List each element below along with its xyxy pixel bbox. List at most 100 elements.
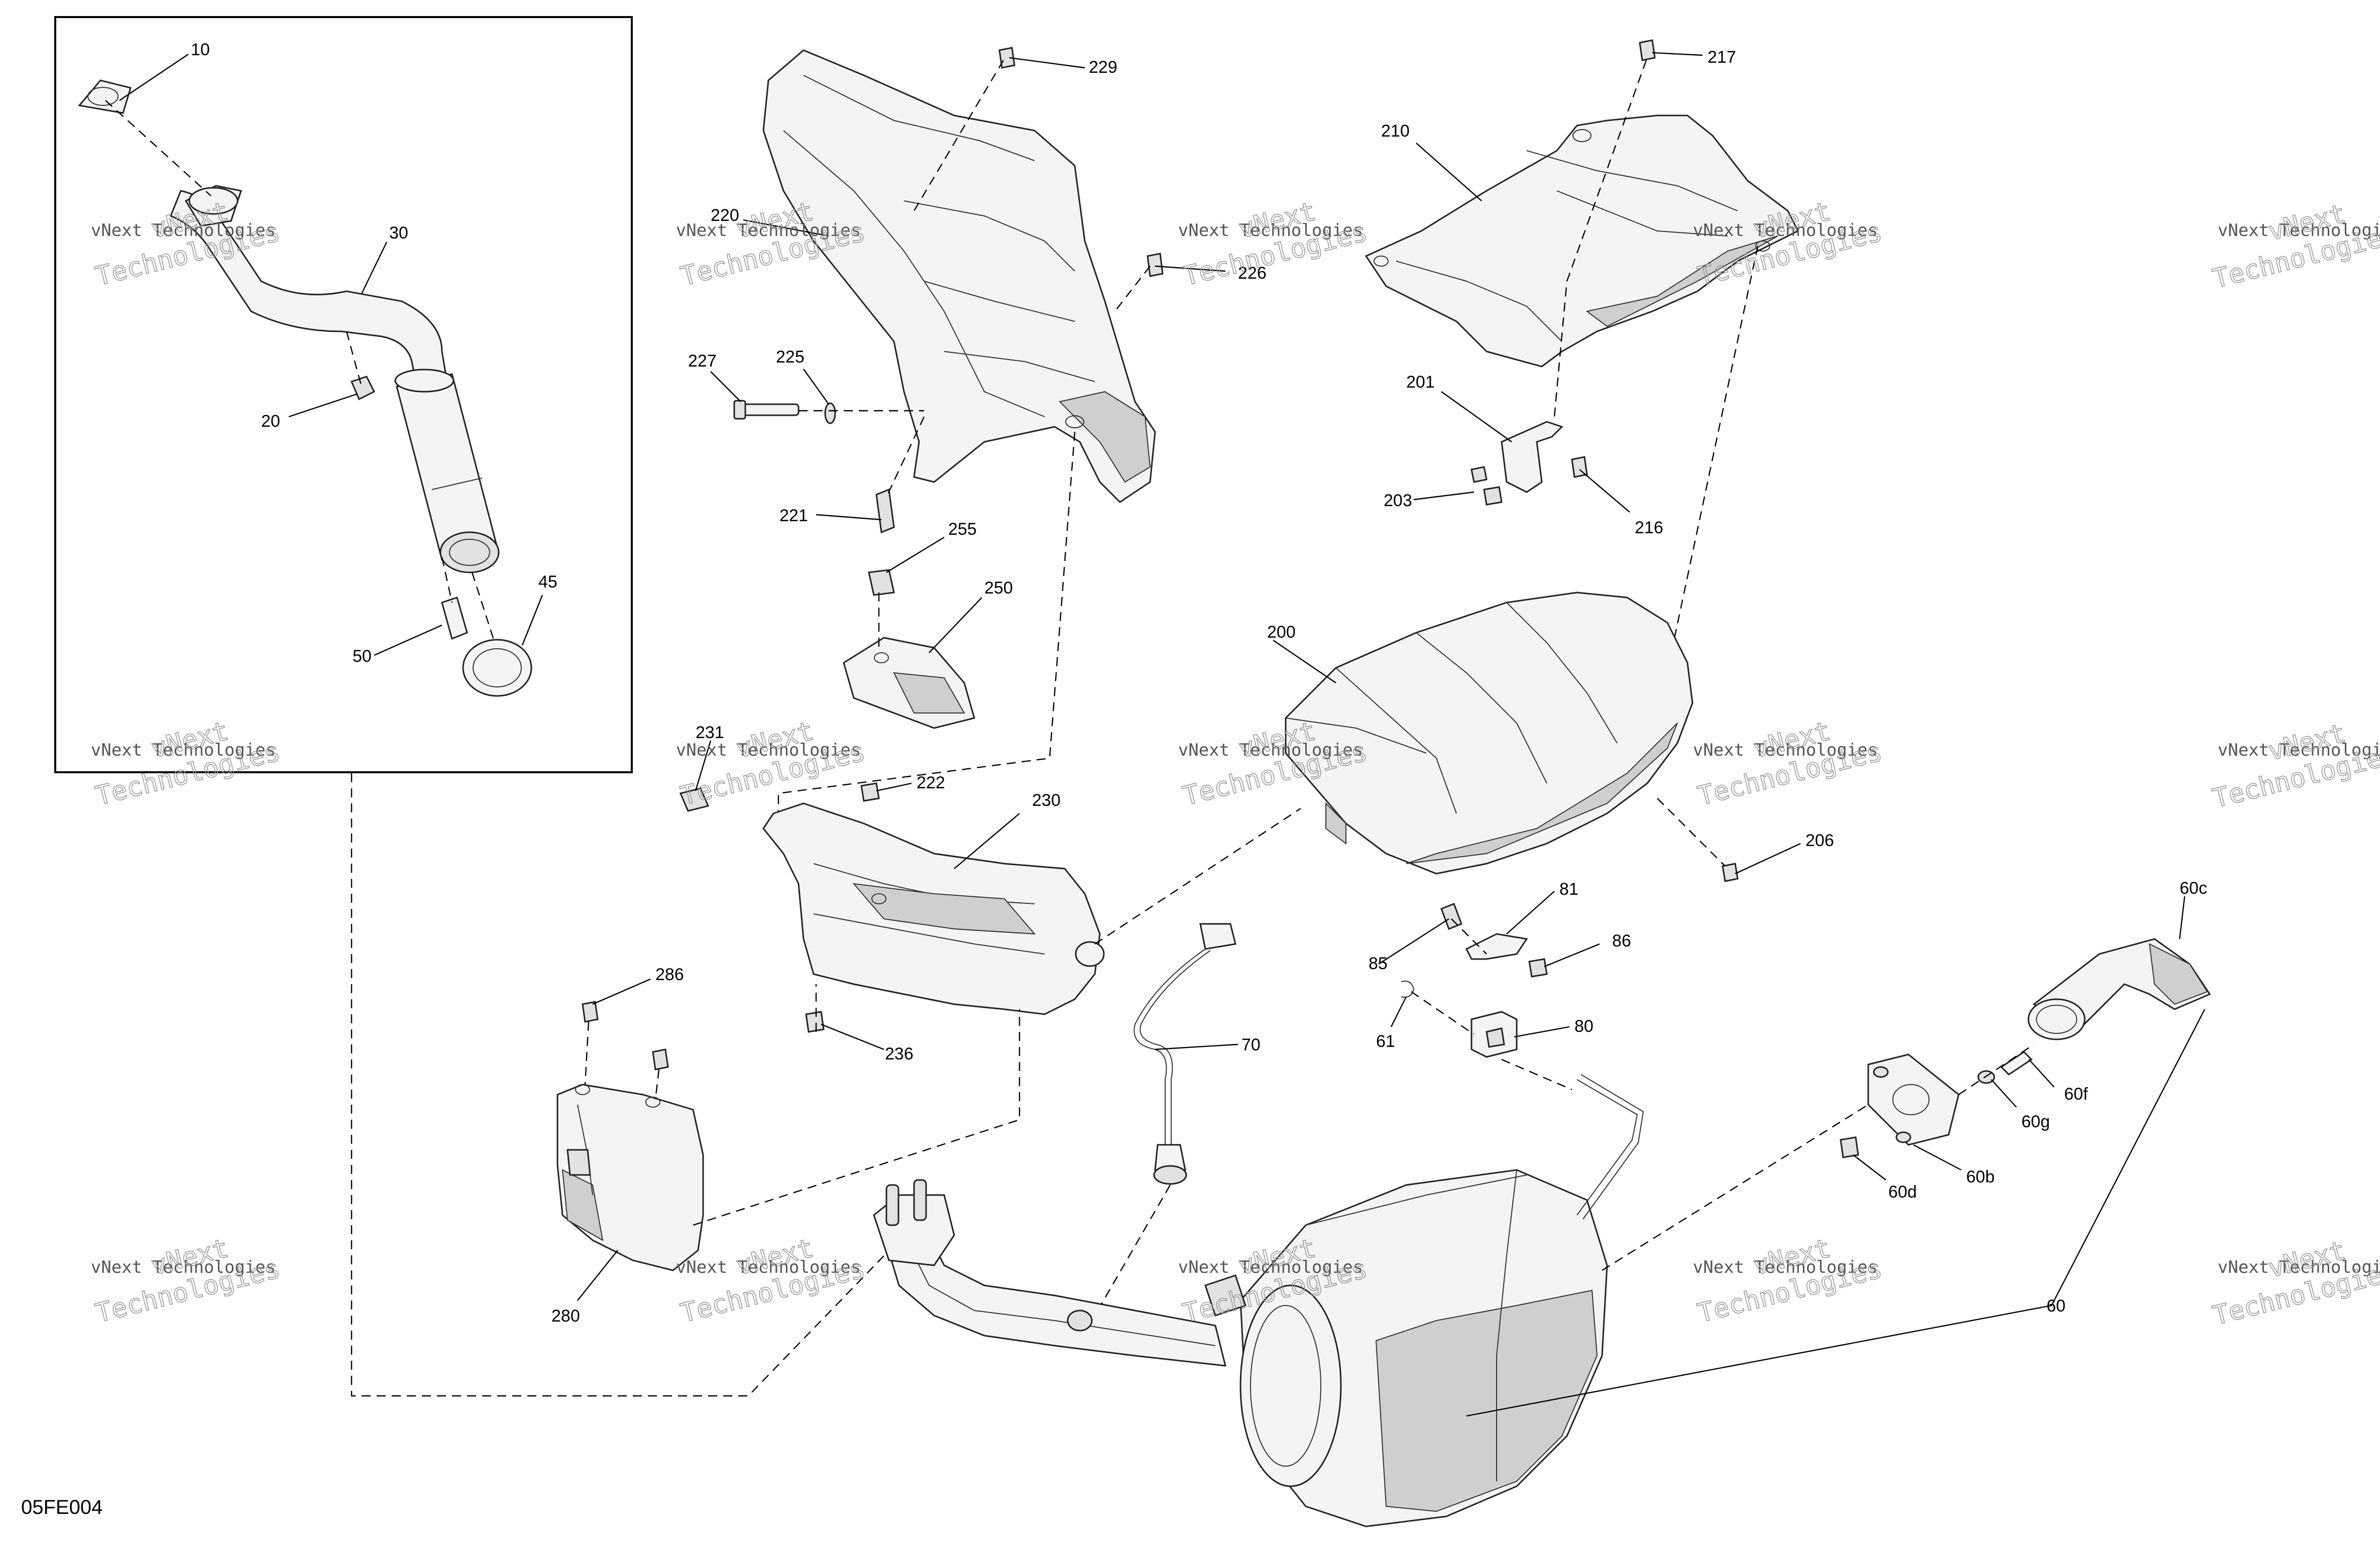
watermark-15: vNext Technologies vNext Technologies bbox=[2209, 1235, 2380, 1332]
leader-50 bbox=[374, 624, 442, 656]
part-229-nut bbox=[998, 47, 1015, 69]
svg-text:vNext Technologies: vNext Technologies bbox=[91, 220, 276, 241]
callout-60: 60 bbox=[2047, 1296, 2066, 1316]
svg-text:vNext Technologies: vNext Technologies bbox=[1178, 1257, 1363, 1277]
guide-210-200 bbox=[1671, 246, 1759, 648]
guide-flange-tail bbox=[1958, 1044, 2034, 1095]
guide-280-230 bbox=[693, 1009, 1021, 1226]
part-236-nut bbox=[805, 1011, 825, 1033]
watermark-14: vNext Technologies vNext Technologies bbox=[1693, 1233, 1886, 1329]
leader-60d bbox=[1853, 1154, 1886, 1180]
leader-60 bbox=[1466, 1009, 2206, 1417]
part-50-clamp bbox=[441, 597, 468, 640]
part-inset-muffler bbox=[394, 369, 500, 573]
svg-text:vNext Technologies: vNext Technologies bbox=[1178, 220, 1363, 241]
leader-222 bbox=[876, 782, 912, 792]
leader-229 bbox=[1009, 57, 1085, 69]
callout-222: 222 bbox=[917, 773, 945, 792]
svg-text:vNext Technologies: vNext Technologies bbox=[676, 1257, 861, 1277]
part-280-heat-shield bbox=[556, 1084, 704, 1271]
svg-text:vNext Technologies: vNext Technologies bbox=[676, 740, 861, 760]
callout-60f: 60f bbox=[2064, 1085, 2088, 1104]
callout-225: 225 bbox=[776, 347, 805, 367]
svg-text:vNext Technologies: vNext Technologies bbox=[91, 740, 276, 760]
leader-231 bbox=[695, 740, 712, 791]
callout-60d: 60d bbox=[1888, 1182, 1917, 1202]
callout-226: 226 bbox=[1238, 264, 1267, 283]
svg-text:vNext Technologies: vNext Technologies bbox=[1693, 1257, 1878, 1277]
leader-286 bbox=[592, 978, 651, 1005]
part-225-washer bbox=[824, 402, 836, 424]
callout-60g: 60g bbox=[2021, 1112, 2050, 1131]
callout-255: 255 bbox=[948, 520, 977, 539]
svg-text:vNext Technologies: vNext Technologies bbox=[91, 1257, 276, 1277]
part-203-nut-b bbox=[1483, 486, 1503, 506]
callout-203: 203 bbox=[1384, 491, 1412, 510]
leader-80 bbox=[1514, 1026, 1570, 1038]
guide-10-30 bbox=[105, 100, 211, 196]
guide-286a bbox=[584, 1021, 590, 1085]
callout-20: 20 bbox=[261, 412, 280, 431]
leader-227 bbox=[710, 371, 741, 402]
guide-85 bbox=[1451, 918, 1487, 955]
callout-81: 81 bbox=[1559, 880, 1578, 899]
leader-226 bbox=[1155, 265, 1226, 272]
guide-226 bbox=[1114, 266, 1151, 312]
leader-220 bbox=[743, 219, 829, 237]
leader-200 bbox=[1273, 640, 1336, 683]
callout-220: 220 bbox=[711, 206, 739, 225]
part-220-heat-shield bbox=[762, 49, 1156, 503]
leader-210 bbox=[1416, 143, 1482, 201]
leader-216 bbox=[1579, 469, 1630, 513]
part-286-nut-b bbox=[652, 1048, 669, 1071]
part-201-bracket bbox=[1501, 421, 1563, 493]
leader-60f bbox=[2028, 1059, 2055, 1088]
watermark-5: vNext Technologies vNext Technologies bbox=[2209, 198, 2380, 295]
part-250-bracket bbox=[843, 637, 975, 729]
part-231-clip bbox=[679, 787, 710, 812]
callout-210: 210 bbox=[1381, 122, 1410, 141]
part-81-bracket bbox=[1465, 933, 1528, 960]
svg-text:vNext Technologies: vNext Technologies bbox=[2218, 740, 2380, 760]
callout-50: 50 bbox=[353, 647, 372, 666]
part-30-pipe bbox=[170, 185, 448, 388]
callout-80: 80 bbox=[1574, 1017, 1594, 1036]
leader-201 bbox=[1441, 391, 1512, 442]
part-45-ring bbox=[462, 639, 532, 697]
guide-61-80 bbox=[1411, 991, 1475, 1035]
watermark-3: vNext Technologies vNext Technologies bbox=[1178, 196, 1371, 292]
svg-text:vNext Technologies: vNext Technologies bbox=[2218, 1257, 2380, 1277]
leader-255 bbox=[886, 536, 945, 573]
guide-80-muffler bbox=[1501, 1058, 1572, 1091]
svg-text:vNext Technologies: vNext Technologies bbox=[2218, 220, 2380, 241]
svg-text:vNext Technologies: vNext Technologies bbox=[1693, 740, 1878, 760]
leader-60b bbox=[1913, 1144, 1962, 1171]
callout-30: 30 bbox=[389, 223, 408, 243]
watermark-9: vNext Technologies vNext Technologies bbox=[1693, 716, 1886, 812]
leader-60c bbox=[2179, 896, 2186, 939]
part-60c-tail-pipe bbox=[2027, 938, 2211, 1040]
diagram-code: 05FE004 bbox=[21, 1496, 102, 1518]
guide-286b bbox=[654, 1069, 660, 1100]
part-60f-bolt bbox=[2000, 1051, 2033, 1076]
callout-10: 10 bbox=[191, 40, 210, 59]
guide-230-200 bbox=[1094, 807, 1301, 945]
watermark-6: vNext Technologies vNext Technologies bbox=[91, 716, 284, 812]
callout-60b: 60b bbox=[1966, 1167, 1995, 1186]
leader-206 bbox=[1735, 843, 1801, 875]
callout-201: 201 bbox=[1406, 373, 1435, 392]
part-255-nut bbox=[868, 569, 895, 596]
watermark-13: vNext Technologies vNext Technologies bbox=[1178, 1233, 1371, 1329]
part-203-nut-a bbox=[1470, 466, 1488, 483]
part-60g-washer bbox=[1977, 1070, 1995, 1084]
callout-229: 229 bbox=[1089, 58, 1117, 77]
part-222-nut bbox=[860, 782, 880, 802]
leader-81 bbox=[1506, 891, 1555, 934]
guide-muffler-flange bbox=[1602, 1104, 1869, 1271]
callout-200: 200 bbox=[1267, 623, 1296, 642]
leader-20 bbox=[288, 393, 357, 418]
part-20-nut bbox=[350, 376, 376, 401]
callout-221: 221 bbox=[779, 506, 808, 525]
callout-231: 231 bbox=[696, 723, 724, 742]
callout-286: 286 bbox=[655, 965, 684, 984]
